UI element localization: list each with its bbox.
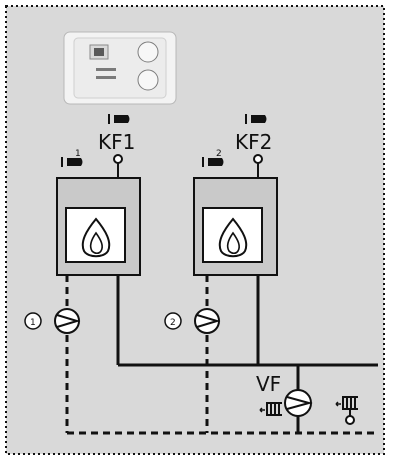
temperature-sensor-icon <box>253 154 263 178</box>
heating-controller-image <box>63 31 177 105</box>
pump-2-index: 2 <box>170 318 176 328</box>
vf-label: VF <box>256 372 281 396</box>
boiler-1 <box>56 177 141 276</box>
circulation-pump-icon <box>54 308 81 334</box>
radiator-icon <box>335 396 358 410</box>
radiator-icon <box>259 402 282 416</box>
pump-1-index: 1 <box>30 318 36 328</box>
circulation-pump-icon <box>194 308 221 334</box>
burner-arrow-icon <box>108 114 130 124</box>
burner-1-index: 1 <box>75 149 81 159</box>
burner-2-index: 2 <box>216 149 222 159</box>
flame-icon <box>81 217 111 258</box>
flame-icon <box>218 217 248 258</box>
circulation-pump-icon <box>284 389 313 417</box>
pump-1-badge: 1 <box>24 312 42 330</box>
burner-arrow-icon <box>202 157 224 167</box>
kf1-label: KF1 <box>98 130 135 154</box>
kf2-label: KF2 <box>235 130 272 154</box>
pump-2-badge: 2 <box>164 312 182 330</box>
burner-arrow-icon <box>61 157 83 167</box>
boiler-2 <box>193 177 278 276</box>
temperature-sensor-icon <box>113 154 123 178</box>
temperature-sensor-icon <box>345 410 355 425</box>
burner-arrow-icon <box>245 114 267 124</box>
